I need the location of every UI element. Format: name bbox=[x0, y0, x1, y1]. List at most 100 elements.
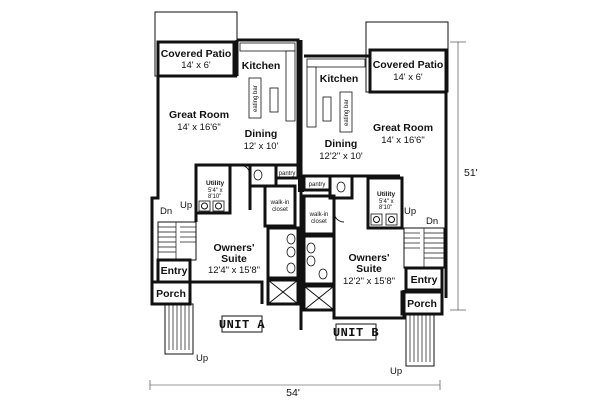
unit-a-range bbox=[269, 87, 279, 113]
unit-a-utility-dim1: 5'4" x bbox=[208, 188, 223, 194]
unit-b-owners-suite-dim: 12'2" x 15'8" bbox=[343, 276, 395, 287]
unit-a-dryer-drum bbox=[215, 202, 222, 210]
unit-a-bath bbox=[266, 226, 300, 280]
unit-a-owners-suite-line2: Suite bbox=[221, 253, 247, 265]
unit-b-stair-down-label: Dn bbox=[426, 216, 438, 227]
unit-a-utility-dim2: 8'10" bbox=[208, 194, 221, 200]
unit-a-bath-sink-1 bbox=[286, 233, 296, 245]
unit-a-stair-up-label: Up bbox=[180, 200, 192, 211]
unit-a-washer-drum bbox=[201, 202, 208, 210]
unit-b-utility bbox=[366, 176, 404, 230]
unit-a-stair bbox=[157, 221, 197, 261]
unit-b-patio-label: Covered Patio bbox=[373, 59, 444, 71]
unit-a-eating-bar-label: eating bar bbox=[253, 85, 259, 112]
unit-a-patio-label: Covered Patio bbox=[161, 48, 232, 60]
unit-a-great-room-label: Great Room bbox=[169, 109, 229, 121]
unit-b-owners-suite-line1: Owners' bbox=[348, 252, 389, 264]
unit-b-bath-toilet bbox=[318, 268, 328, 280]
depth-dimension-label: 51' bbox=[464, 167, 478, 179]
unit-a-bath-toilet bbox=[286, 262, 296, 274]
unit-b-shower-diag2 bbox=[303, 285, 335, 311]
unit-a-entry-label: Entry bbox=[161, 265, 188, 277]
unit-a-island bbox=[248, 77, 262, 119]
unit-a-dryer bbox=[212, 200, 225, 212]
unit-a-owners-suite-dim: 12'4" x 15'8" bbox=[208, 265, 260, 276]
unit-b-side-counter bbox=[306, 66, 317, 128]
unit-b-washer-drum bbox=[373, 216, 380, 223]
unit-b-walk-in-line2: closet bbox=[311, 219, 327, 225]
unit-a-toilet bbox=[253, 169, 263, 181]
unit-a-walk-in-line1: walk-in bbox=[270, 200, 290, 206]
unit-a-dining-dim: 12' x 10' bbox=[244, 141, 279, 152]
unit-b-dryer-drum bbox=[388, 216, 395, 223]
unit-b-dining-dim: 12'2" x 10' bbox=[319, 151, 363, 162]
unit-b-walk-in-line1: walk-in bbox=[309, 212, 329, 218]
unit-a-bath-sink-2 bbox=[286, 246, 296, 258]
unit-b-washer bbox=[370, 213, 383, 226]
unit-a-stair-down-label: Dn bbox=[160, 206, 172, 217]
unit-a-washer bbox=[198, 200, 211, 212]
unit-a-owners-suite-line1: Owners' bbox=[213, 242, 254, 254]
unit-b-label: UNIT B bbox=[333, 326, 379, 340]
unit-b-great-room-dim: 14' x 16'6" bbox=[381, 135, 424, 146]
unit-a-label: UNIT A bbox=[219, 318, 266, 332]
unit-a-patio-dim: 14' x 6' bbox=[181, 60, 211, 71]
unit-a-front-stair bbox=[164, 303, 194, 355]
unit-b-pantry-label: pantry bbox=[309, 182, 326, 188]
unit-b-entry bbox=[404, 266, 444, 292]
unit-b-toilet bbox=[336, 181, 346, 193]
unit-a-great-room-dim: 14' x 16'6" bbox=[177, 122, 220, 133]
unit-b-stair-treads bbox=[404, 228, 444, 268]
width-dimension-label: 54' bbox=[286, 387, 300, 399]
unit-b-door-swing bbox=[333, 211, 345, 223]
unit-a-upper-counter bbox=[239, 42, 296, 52]
unit-b-patio-dim: 14' x 6' bbox=[393, 72, 423, 83]
unit-a-walk-in-closet bbox=[263, 184, 297, 228]
unit-b-kitchen-label: Kitchen bbox=[320, 73, 359, 85]
unit-a-wc bbox=[248, 163, 278, 188]
unit-a-label-box bbox=[221, 315, 263, 333]
unit-b-island bbox=[339, 91, 353, 133]
unit-a-shower-diag2 bbox=[267, 279, 299, 305]
overall-dimensions: 51' 54' bbox=[149, 41, 478, 399]
unit-b-porch-label: Porch bbox=[407, 298, 437, 310]
unit-b-dryer bbox=[385, 213, 398, 226]
unit-a: Covered Patio 14' x 6' Kitchen eating ba… bbox=[150, 11, 300, 364]
unit-b-bath bbox=[302, 234, 336, 286]
unit-a-front-stair-treads bbox=[168, 304, 190, 350]
unit-a-stair-treads bbox=[158, 222, 196, 260]
unit-a-shower bbox=[266, 278, 300, 306]
unit-b-eating-bar-label: eating bar bbox=[344, 99, 350, 126]
unit-b-bath-sink-2 bbox=[306, 255, 316, 267]
unit-b: Covered Patio 14' x 6' Kitchen eating ba… bbox=[302, 21, 449, 377]
unit-a-utility bbox=[194, 163, 232, 215]
unit-b-utility-dim1: 5'4" x bbox=[379, 199, 394, 205]
unit-a-pantry-label: pantry bbox=[279, 171, 296, 177]
unit-b-covered-patio bbox=[368, 48, 448, 94]
unit-b-outer-walls bbox=[304, 54, 448, 298]
unit-b-front-stair bbox=[405, 313, 435, 367]
unit-b-shower bbox=[302, 284, 336, 312]
unit-b-upper-counter bbox=[306, 58, 366, 68]
unit-b-front-stair-up-label: Up bbox=[390, 366, 402, 377]
unit-b-suite-walls bbox=[332, 290, 406, 320]
unit-b-utility-dim2: 8'10" bbox=[379, 205, 392, 211]
unit-b-range bbox=[322, 96, 332, 122]
unit-a-west-wall bbox=[150, 76, 160, 282]
unit-b-wc bbox=[328, 174, 354, 200]
unit-a-porch-label: Porch bbox=[156, 288, 186, 300]
unit-a-north-wall bbox=[237, 38, 300, 178]
unit-b-utility-label: Utility bbox=[377, 191, 395, 198]
unit-b-front-stair-treads bbox=[409, 314, 431, 362]
unit-b-stair-up-label: Up bbox=[404, 206, 416, 217]
unit-a-walk-in-line2: closet bbox=[272, 207, 288, 213]
unit-b-entry-label: Entry bbox=[411, 274, 438, 286]
unit-a-side-counter bbox=[285, 50, 296, 122]
unit-b-owners-suite-line2: Suite bbox=[356, 263, 382, 275]
unit-b-bath-sink-1 bbox=[306, 242, 316, 254]
unit-a-front-stair-up-label: Up bbox=[196, 353, 208, 364]
unit-b-great-room-label: Great Room bbox=[373, 122, 433, 134]
unit-a-utility-label: Utility bbox=[206, 180, 224, 187]
unit-a-kitchen-label: Kitchen bbox=[242, 60, 281, 72]
